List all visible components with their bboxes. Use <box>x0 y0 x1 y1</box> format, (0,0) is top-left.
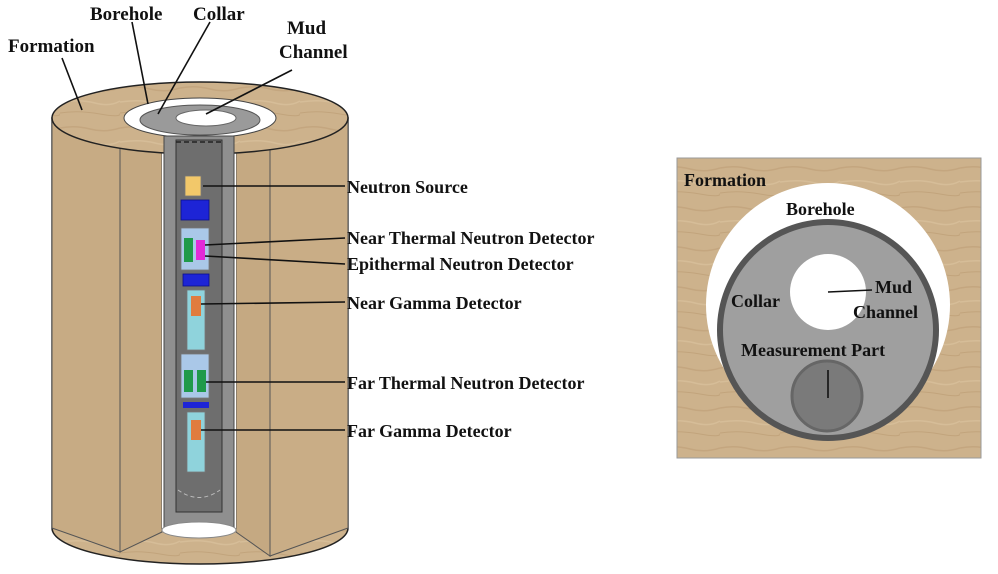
formation-facet-right <box>269 117 349 557</box>
far-gamma-crystal <box>191 420 201 440</box>
label-borehole: Borehole <box>90 4 162 25</box>
label-near-gamma: Near Gamma Detector <box>347 293 522 313</box>
label-xs-channel: Channel <box>853 302 918 322</box>
label-formation: Formation <box>8 36 95 57</box>
borehole-bottom <box>161 521 237 539</box>
label-far-thermal: Far Thermal Neutron Detector <box>347 373 584 393</box>
tool-bottom-arc <box>177 489 221 498</box>
cross-leader-lines <box>827 289 873 398</box>
label-channel: Channel <box>279 42 348 63</box>
shield-block-2 <box>182 273 210 287</box>
cross-section-view: Formation Borehole Collar Mud Channel Me… <box>676 157 982 459</box>
cutaway-slot <box>119 131 163 553</box>
shield-block-1 <box>180 199 210 221</box>
shield-block-3 <box>183 402 209 408</box>
formation-facet-left <box>51 117 121 553</box>
label-xs-mud: Mud <box>875 277 912 297</box>
label-epithermal: Epithermal Neutron Detector <box>347 254 574 274</box>
label-xs-measurement: Measurement Part <box>741 340 885 360</box>
mud-channel-opening <box>175 109 237 127</box>
label-collar: Collar <box>193 4 245 25</box>
cutaway-slot-right <box>235 131 271 557</box>
label-far-gamma: Far Gamma Detector <box>347 421 512 441</box>
neutron-source <box>184 175 202 197</box>
far-thermal-detector-a <box>184 370 193 392</box>
label-xs-formation: Formation <box>684 170 766 190</box>
label-xs-collar: Collar <box>731 291 780 311</box>
leader-lines <box>61 21 346 431</box>
near-thermal-detector <box>184 238 193 262</box>
label-mud: Mud <box>287 18 327 39</box>
far-thermal-detector-b <box>197 370 206 392</box>
epithermal-detector <box>196 240 205 260</box>
label-neutron-source: Neutron Source <box>347 177 468 197</box>
cylinder-3d-view: Formation Borehole Collar Mud Channel Ne… <box>8 4 594 565</box>
near-gamma-crystal <box>191 296 201 316</box>
label-near-thermal: Near Thermal Neutron Detector <box>347 228 594 248</box>
label-xs-borehole: Borehole <box>786 199 855 219</box>
measurement-part-circle <box>790 359 864 433</box>
